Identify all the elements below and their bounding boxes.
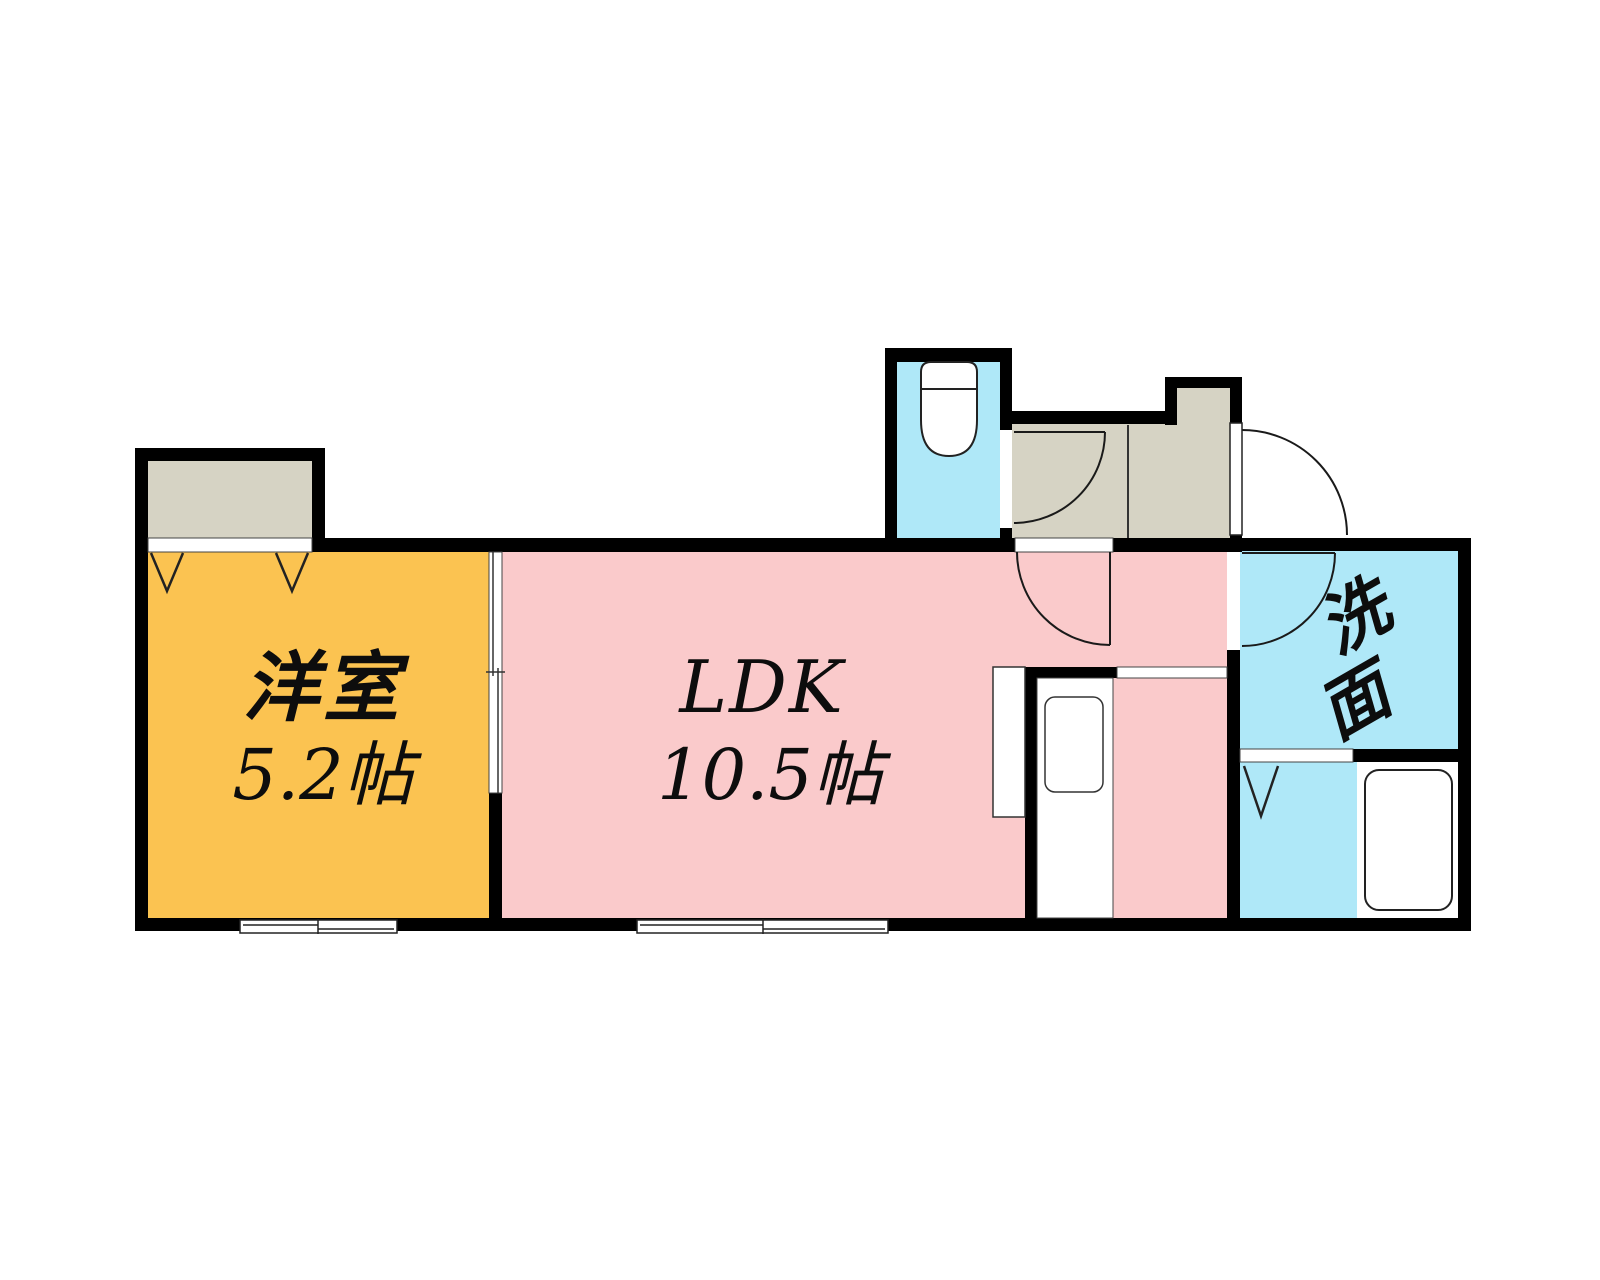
entrance-door-arc <box>1241 429 1348 536</box>
washroom-door-arc <box>1241 552 1336 647</box>
wall-under-toilet <box>897 538 1015 552</box>
wall-washroom-top <box>1240 538 1458 551</box>
bathtub-icon <box>1364 769 1453 911</box>
windows <box>239 919 889 934</box>
corridor-opening <box>1116 666 1228 679</box>
wall-toilet-top <box>885 348 1012 362</box>
room-bathroom <box>1240 762 1357 918</box>
wall-partition-lower <box>489 793 502 918</box>
room-washroom <box>1240 551 1458 749</box>
washroom-door-opening <box>1227 552 1240 650</box>
label-western-room: 洋室 <box>243 643 410 732</box>
doors <box>1013 429 1348 647</box>
closet-v-mark-right <box>274 552 310 595</box>
wall-right <box>1458 538 1471 931</box>
wall-entrance-top-upper <box>1165 377 1242 388</box>
bath-v-mark <box>1242 765 1280 820</box>
entrance-step <box>1177 388 1230 425</box>
wall-entrance-right-lower <box>1230 535 1242 552</box>
wall-entrance-top-lower <box>1012 411 1177 424</box>
kitchen-counter <box>992 666 1026 818</box>
entrance-hall <box>1012 424 1230 538</box>
kitchen-sink-icon <box>1044 696 1104 793</box>
bathroom-door-opening <box>1239 748 1354 763</box>
room-western <box>148 552 489 918</box>
entrance-door-leaf <box>1229 422 1243 536</box>
wall-entrance-right-upper <box>1230 388 1242 423</box>
closet-area <box>148 461 312 539</box>
label-ldk-area: 10.5帖 <box>657 734 892 816</box>
toilet-tank-icon <box>920 361 978 390</box>
folding-door-marks <box>149 552 1280 820</box>
toilet-door-arc <box>1013 431 1106 524</box>
wall-toilet-left <box>885 348 897 552</box>
wall-left <box>135 448 148 931</box>
wall-kitchen-stub <box>1025 667 1037 918</box>
label-western-room-area: 5.2帖 <box>232 734 422 816</box>
wall-top-hall-right <box>1113 538 1242 552</box>
closet-door-opening <box>147 537 313 553</box>
wall-toilet-right-upper <box>1000 348 1012 430</box>
fixtures <box>920 361 1453 919</box>
wall-entrance-step <box>1165 377 1177 425</box>
wall-ldk-right <box>1227 650 1240 931</box>
walls <box>135 348 1471 931</box>
wall-closet-right <box>312 448 325 552</box>
wall-washroom-bottom <box>1353 749 1458 762</box>
wall-top-main <box>325 538 885 552</box>
label-ldk: LDK <box>677 645 847 729</box>
ldk-door-arc <box>1016 551 1111 646</box>
sliding-partition <box>486 551 505 794</box>
toilet-bowl-icon <box>920 388 978 458</box>
wall-kitchen-top <box>1025 667 1117 678</box>
closet-v-mark-left <box>149 552 185 595</box>
hall-door-opening <box>1014 537 1114 553</box>
wall-closet-top <box>135 448 325 461</box>
